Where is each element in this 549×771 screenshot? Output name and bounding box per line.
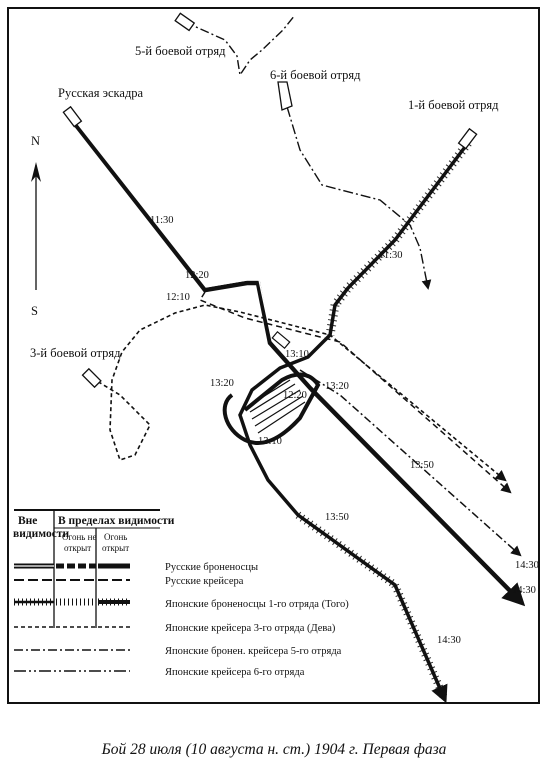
legend-row-label: Русские броненосцы [165,562,258,573]
legend-col-within: В пределах видимости [58,515,175,527]
time-mark: 13:20 [325,381,349,392]
time-mark: 14:30 [437,635,461,646]
time-mark: 14:30 [515,560,539,571]
russian-squadron-ship-icon [62,105,83,128]
division-1-label: 1-й боевой отряд [408,98,499,112]
division-3-label: 3-й боевой отряд [30,346,121,360]
time-mark: 13:50 [325,512,349,523]
time-mark: 14:30 [512,585,536,596]
russian-squadron-label: Русская эскадра [58,86,144,100]
figure-caption: Бой 28 июля (10 августа н. ст.) 1904 г. … [101,741,447,758]
time-mark: 11:30 [150,215,174,226]
division-5-track [174,12,296,77]
division-6-ship-icon [277,81,293,111]
time-mark: 13:50 [410,460,434,471]
compass-north-label: N [31,134,40,148]
division-1-ship-icon [457,127,478,150]
legend-row-label: Русские крейсера [165,576,244,587]
legend-col-fire: Огонь [104,532,127,542]
division-6-label: 6-й боевой отряд [270,68,361,82]
legend-row-label: Японские бронен. крейсера 5-го отряда [165,646,342,657]
turn-loop [222,330,321,445]
division-3-track [81,304,507,482]
legend-col-fire: открыт [102,543,129,553]
time-mark: 13:10 [258,436,282,447]
division-6-track [277,81,432,290]
time-mark: 13:20 [210,378,234,389]
time-mark: 11:30 [379,250,403,261]
compass-south-label: S [31,304,38,318]
legend-row-label: Японские крейсера 3-го отряда (Дева) [165,623,336,634]
division-3-ship-icon [81,367,102,389]
legend-row-label: Японские крейсера 6-го отряда [165,667,305,678]
russian-cruiser-track [198,291,512,494]
division-5-label: 5-й боевой отряд [135,44,226,58]
time-mark: 13:10 [285,349,309,360]
legend-row-label: Японские броненосцы 1-го отряда (Того) [165,599,349,610]
division-1-track [238,127,478,704]
time-mark: 12:10 [166,292,190,303]
legend-col-outside: Вне [18,515,37,527]
legend-col-no-fire: открыт [64,543,91,553]
time-mark: 12:20 [185,270,209,281]
division-5-ship-icon [174,12,196,32]
legend-col-no-fire: Огонь не [62,532,96,542]
compass-rose: N S [31,134,41,318]
time-mark: 12:20 [283,390,307,401]
legend: Вне видимости В пределах видимости Огонь… [13,509,349,678]
north-arrow-icon [31,162,41,182]
russian-battleship-track [62,105,526,607]
legend-col-outside: видимости [13,528,69,540]
map-frame [7,7,540,704]
